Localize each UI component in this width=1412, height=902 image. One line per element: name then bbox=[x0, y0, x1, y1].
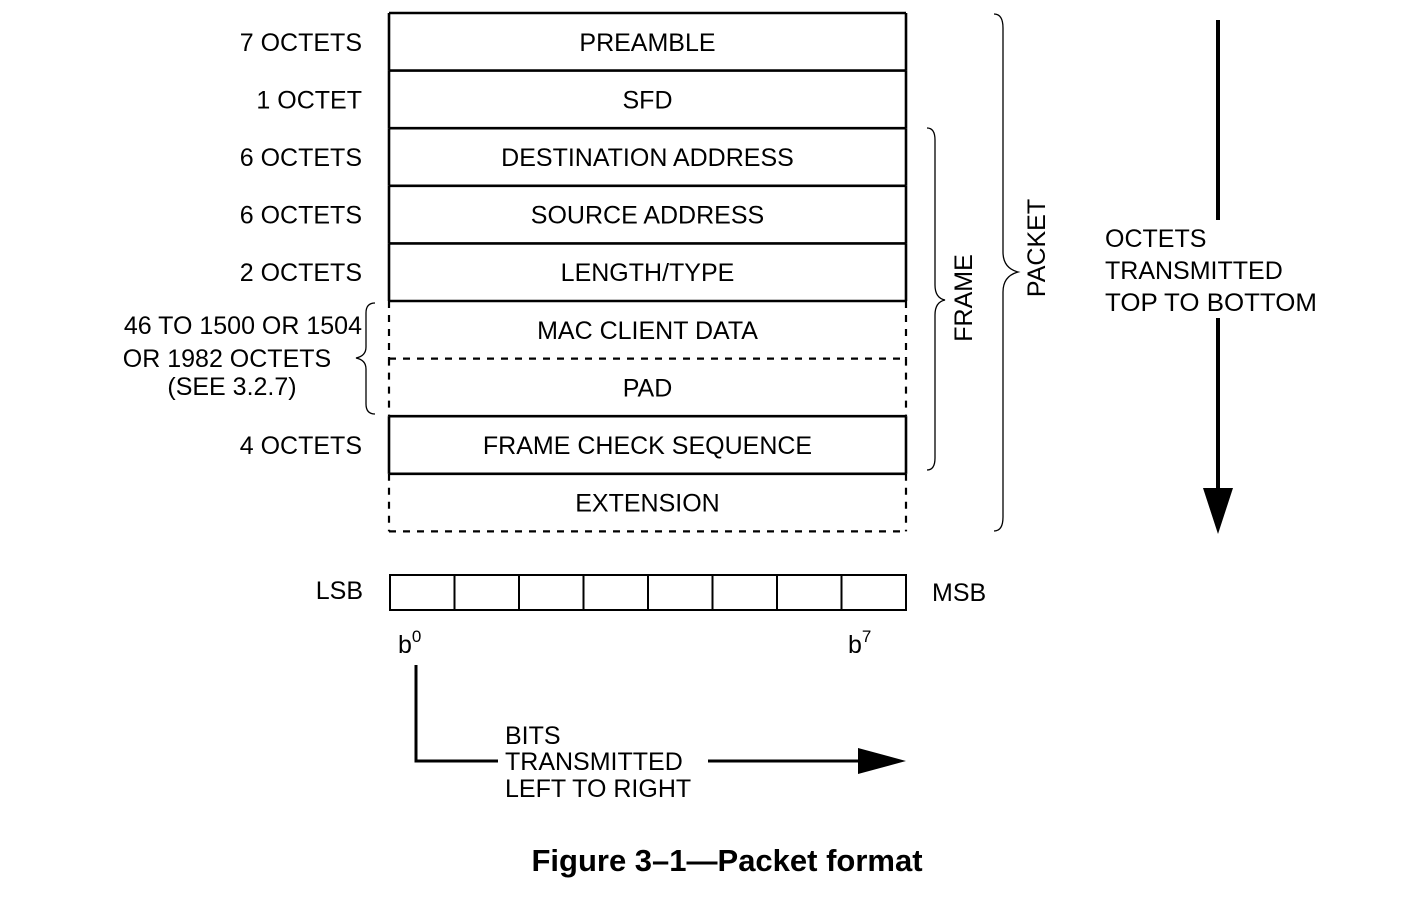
size-preamble: 7 OCTETS bbox=[240, 29, 362, 57]
bit-order-line3: LEFT TO RIGHT bbox=[505, 775, 691, 803]
last-bit-label: b7 bbox=[848, 627, 871, 659]
data-size-brace bbox=[355, 302, 376, 415]
field-extension: EXTENSION bbox=[575, 490, 719, 518]
size-length-type: 2 OCTETS bbox=[240, 259, 362, 287]
bit-cells bbox=[389, 574, 907, 611]
field-source-address: SOURCE ADDRESS bbox=[531, 202, 764, 230]
bit-cell bbox=[776, 574, 843, 611]
packet-brace bbox=[993, 13, 1021, 532]
field-destination-address: DESTINATION ADDRESS bbox=[501, 144, 794, 172]
bit-cell bbox=[711, 574, 778, 611]
packet-label: PACKET bbox=[1023, 199, 1051, 297]
bit-cell bbox=[840, 574, 907, 611]
field-pad: PAD bbox=[623, 374, 673, 402]
first-bit-label: b0 bbox=[398, 627, 421, 659]
field-preamble: PREAMBLE bbox=[579, 29, 715, 57]
bit-cell bbox=[582, 574, 649, 611]
size-frame-check-sequence: 4 OCTETS bbox=[240, 432, 362, 460]
frame-label: FRAME bbox=[950, 254, 978, 342]
data-size-line3: (SEE 3.2.7) bbox=[167, 373, 296, 401]
bit-order-line1: BITS bbox=[505, 722, 561, 750]
data-size-line1: 46 TO 1500 OR 1504 bbox=[124, 312, 362, 340]
arrow-right-icon bbox=[858, 748, 906, 774]
field-length-type: LENGTH/TYPE bbox=[561, 259, 735, 287]
octet-order-line2: TRANSMITTED bbox=[1105, 257, 1283, 285]
bit-order-arrow bbox=[414, 665, 906, 774]
lsb-label: LSB bbox=[316, 577, 363, 605]
octet-order-arrow bbox=[1203, 20, 1233, 534]
bit-cell bbox=[389, 574, 456, 611]
field-sfd: SFD bbox=[623, 86, 673, 114]
bit-cell bbox=[453, 574, 520, 611]
size-source-address: 6 OCTETS bbox=[240, 202, 362, 230]
octet-order-line3: TOP TO BOTTOM bbox=[1105, 289, 1317, 317]
data-size-label: 46 TO 1500 OR 1504 OR 1982 OCTETS (SEE 3… bbox=[123, 312, 362, 401]
octet-order-line1: OCTETS bbox=[1105, 225, 1206, 253]
bit-cell bbox=[647, 574, 714, 611]
data-size-line2: OR 1982 OCTETS bbox=[123, 345, 331, 373]
field-frame-check-sequence: FRAME CHECK SEQUENCE bbox=[483, 432, 812, 460]
msb-label: MSB bbox=[932, 579, 986, 607]
size-sfd: 1 OCTET bbox=[256, 86, 362, 114]
figure-caption: Figure 3–1—Packet format bbox=[531, 843, 922, 878]
frame-brace bbox=[926, 127, 946, 471]
field-mac-client-data: MAC CLIENT DATA bbox=[537, 317, 758, 345]
bit-order-line2: TRANSMITTED bbox=[505, 748, 683, 776]
bit-cell bbox=[518, 574, 585, 611]
packet-fields: PREAMBLE 7 OCTETS SFD 1 OCTET DESTINATION AD… bbox=[240, 11, 908, 533]
size-destination-address: 6 OCTETS bbox=[240, 144, 362, 172]
arrow-down-icon bbox=[1203, 488, 1233, 534]
